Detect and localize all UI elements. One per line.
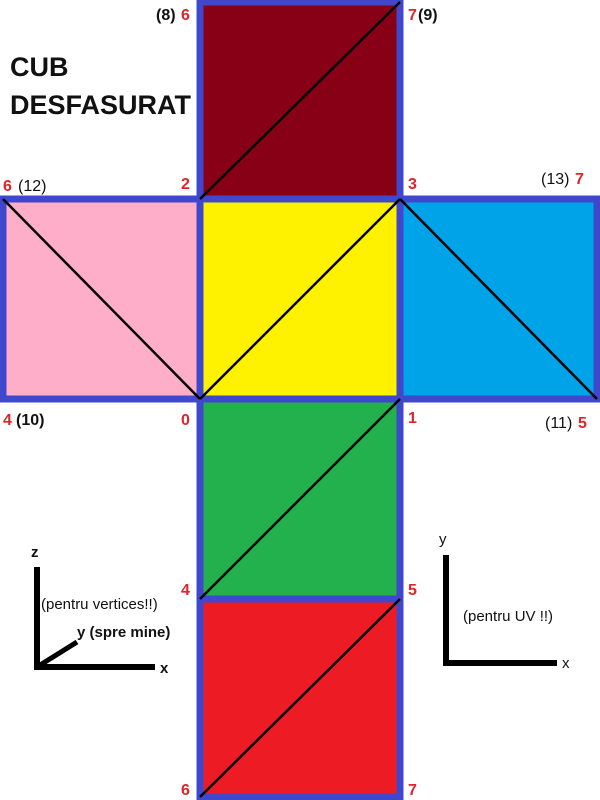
vertices-note: (pentru vertices!!) <box>41 596 158 613</box>
label-top-left-num: 6 <box>181 7 190 24</box>
y-axis-line <box>35 639 79 670</box>
label-mid-lower-right: 1 <box>408 410 417 427</box>
y-axis-label: y (spre mine) <box>77 624 170 641</box>
label-top-right-num: 7 <box>408 7 417 24</box>
title-line-2: DESFASURAT <box>10 90 192 120</box>
label-right-lower-paren: (11) <box>545 415 572 432</box>
x-axis-label: x <box>160 660 169 677</box>
label-bottom-right: 7 <box>408 782 417 799</box>
label-left-upper-num: 6 <box>3 178 12 195</box>
label-mid-lower-left: 0 <box>181 412 190 429</box>
diagonal-left <box>2 198 201 400</box>
diagonal-center <box>199 198 401 400</box>
uv-note: (pentru UV !!) <box>463 608 553 625</box>
diagonal-bottom <box>199 598 401 798</box>
diagram-title: CUB DESFASURAT <box>10 48 191 124</box>
label-right-lower-num: 5 <box>578 415 587 432</box>
label-right-upper-paren: (13) <box>541 171 569 188</box>
label-mid-upper-left: 2 <box>181 176 190 193</box>
label-low-right: 5 <box>408 582 417 599</box>
label-left-upper-paren: (12) <box>18 178 46 195</box>
label-top-right-paren: (9) <box>418 7 438 24</box>
vertices-axes: z y (spre mine) x (pentru vertices!!) <box>31 544 170 677</box>
diagonal-top <box>199 1 401 200</box>
label-mid-upper-right: 3 <box>408 176 417 193</box>
label-left-lower-paren: (10) <box>16 412 44 429</box>
label-right-upper-num: 7 <box>575 171 584 188</box>
label-low-left: 4 <box>181 582 190 599</box>
diagonal-below <box>199 398 401 600</box>
uv-axes: y x (pentru UV !!) <box>439 531 570 672</box>
label-bottom-left: 6 <box>181 782 190 799</box>
diagonal-right <box>399 198 598 400</box>
title-line-1: CUB <box>10 52 69 82</box>
label-left-lower-num: 4 <box>3 412 12 429</box>
uv-x-axis-label: x <box>562 655 570 672</box>
uv-y-axis-label: y <box>439 531 447 548</box>
label-top-left-paren: (8) <box>156 7 176 24</box>
z-axis-label: z <box>31 544 39 561</box>
